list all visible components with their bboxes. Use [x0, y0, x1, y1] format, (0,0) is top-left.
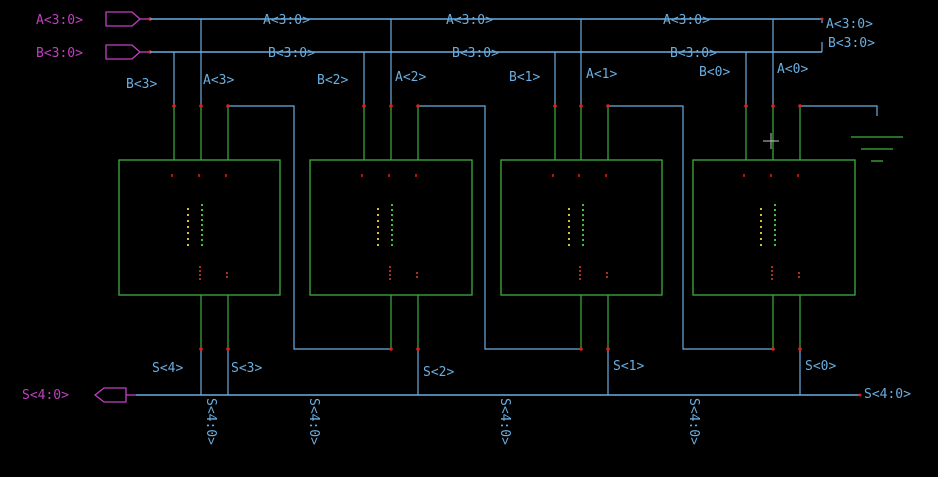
carry-wire-1-to-2[interactable]: [418, 105, 581, 350]
bus-b-label: B<3:0>: [670, 46, 717, 61]
full-adder-block[interactable]: [500, 106, 663, 349]
bit-label-a1: A<1>: [586, 67, 617, 82]
input-pin-a[interactable]: [105, 11, 152, 27]
bit-label-b3: B<3>: [126, 77, 157, 92]
full-adder-block[interactable]: [309, 106, 473, 349]
output-pin-s[interactable]: [93, 387, 136, 403]
bus-a-label: A<3:0>: [663, 13, 710, 28]
bit-label-s2: S<2>: [423, 365, 454, 380]
bus-a-label: A<3:0>: [826, 17, 873, 32]
bit-label-a2: A<2>: [395, 70, 426, 85]
bus-s-vertical-label: S<4:0>: [306, 398, 321, 445]
bit-label-s0: S<0>: [805, 359, 836, 374]
input-pin-b-label: B<3:0>: [36, 46, 83, 61]
carry-wire-0-to-1[interactable]: [608, 105, 773, 350]
carry-in-ground-wire[interactable]: [800, 105, 878, 116]
junction-dots: [172, 104, 802, 351]
bus-a-terminal: [820, 17, 824, 23]
bus-b-label: B<3:0>: [828, 36, 875, 51]
bit-label-s4: S<4>: [152, 361, 183, 376]
bus-b-label: B<3:0>: [452, 46, 499, 61]
bus-s-vertical-label: S<4:0>: [203, 398, 218, 445]
ground-icon: [851, 136, 903, 162]
bus-s-vertical-label: S<4:0>: [497, 398, 512, 445]
bus-s-vertical-label: S<4:0>: [686, 398, 701, 445]
bit-label-s3: S<3>: [231, 361, 262, 376]
bus-a-label: A<3:0>: [263, 13, 310, 28]
bit-label-s1: S<1>: [613, 359, 644, 374]
bus-s-label: S<4:0>: [864, 387, 911, 402]
full-adder-block[interactable]: [118, 106, 281, 349]
full-adder-block[interactable]: [692, 106, 856, 349]
input-pin-a-label: A<3:0>: [36, 13, 83, 28]
bit-label-b2: B<2>: [317, 73, 348, 88]
carry-wire-2-to-3[interactable]: [228, 105, 391, 350]
bit-label-b1: B<1>: [509, 70, 540, 85]
output-pin-s-label: S<4:0>: [22, 388, 69, 403]
bus-a-label: A<3:0>: [446, 13, 493, 28]
bus-b-label: B<3:0>: [268, 46, 315, 61]
bit-label-a0: A<0>: [777, 62, 808, 77]
bit-label-a3: A<3>: [203, 73, 234, 88]
bus-s-terminal: [858, 393, 862, 397]
crosshair-cursor-icon: [763, 133, 779, 149]
bit-label-b0: B<0>: [699, 65, 730, 80]
input-pin-b[interactable]: [105, 44, 152, 60]
